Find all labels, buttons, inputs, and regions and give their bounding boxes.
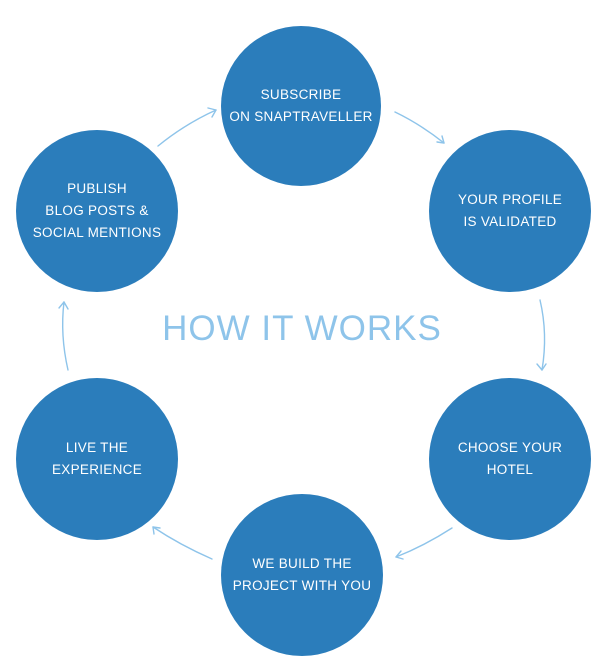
step-label-line: CHOOSE YOUR bbox=[457, 440, 563, 455]
arrow-step3-to-step4 bbox=[395, 527, 453, 558]
arrow-step4-to-step5 bbox=[152, 526, 213, 560]
arrow-step1-to-step2 bbox=[394, 111, 445, 144]
step-label-line: SOCIAL MENTIONS bbox=[32, 225, 162, 240]
step-label-line: ON SNAPTRAVELLER bbox=[229, 109, 373, 124]
arrow-step2-to-step3 bbox=[539, 299, 546, 371]
step-circle-subscribe: SUBSCRIBE ON SNAPTRAVELLER bbox=[221, 26, 381, 186]
step-circle-profile-validated: YOUR PROFILE IS VALIDATED bbox=[429, 130, 591, 292]
arrowhead-step6-to-step1 bbox=[207, 107, 217, 118]
step-label-line: LIVE THE bbox=[65, 440, 129, 455]
arrowhead-step1-to-step2 bbox=[436, 135, 445, 144]
step-label-line: HOTEL bbox=[486, 462, 534, 477]
step-label-line: BLOG POSTS & bbox=[45, 203, 149, 218]
step-circle-live-experience: LIVE THE EXPERIENCE bbox=[16, 378, 178, 540]
step-label-line: YOUR PROFILE bbox=[457, 192, 563, 207]
step-circle-build-project: WE BUILD THE PROJECT WITH YOU bbox=[221, 494, 383, 656]
step-label-line: EXPERIENCE bbox=[51, 462, 143, 477]
step-label-line: SUBSCRIBE bbox=[260, 87, 342, 102]
arrow-step5-to-step6 bbox=[61, 301, 69, 371]
arrow-step6-to-step1 bbox=[157, 109, 217, 147]
step-label-line: IS VALIDATED bbox=[463, 214, 557, 229]
diagram-title: HOW IT WORKS bbox=[162, 309, 442, 348]
arrowhead-step2-to-step3 bbox=[536, 363, 547, 371]
step-circle-publish: PUBLISH BLOG POSTS & SOCIAL MENTIONS bbox=[16, 130, 178, 292]
arrowhead-step5-to-step6 bbox=[58, 301, 69, 310]
arrowhead-step4-to-step5 bbox=[152, 526, 161, 535]
step-label-line: PROJECT WITH YOU bbox=[232, 578, 372, 593]
step-label-line: PUBLISH bbox=[67, 181, 127, 196]
step-circle-choose-hotel: CHOOSE YOUR HOTEL bbox=[429, 378, 591, 540]
arrowhead-step3-to-step4 bbox=[395, 550, 404, 560]
step-label-line: WE BUILD THE bbox=[252, 556, 352, 571]
